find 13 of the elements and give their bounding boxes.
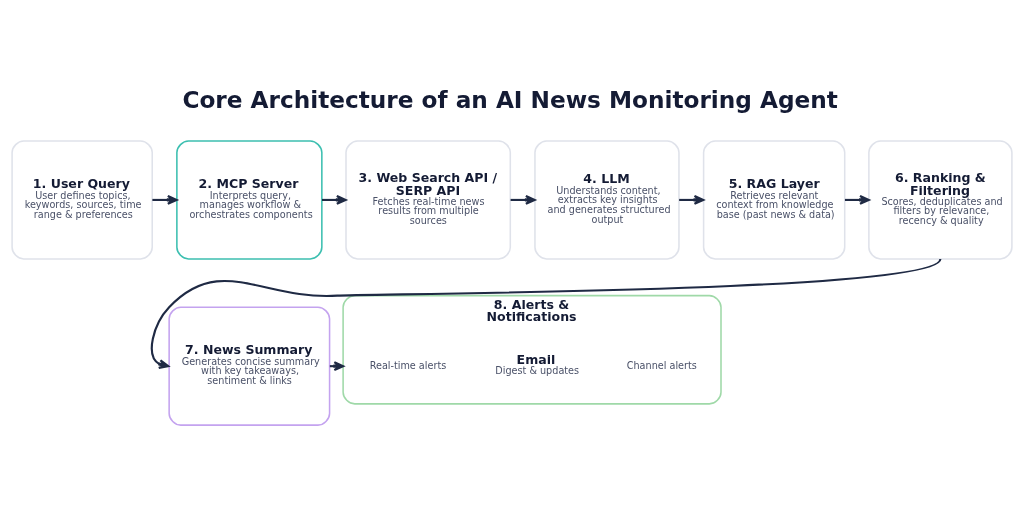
node-text: Channel alerts [626,359,697,371]
node-box: 2. MCP Server Interprets query, manages workflow & orchestrates components [176,140,323,260]
node-box: 5. RAG Layer Retrieves relevant context from knowledge base (past news & data) [702,140,846,260]
node-box: 7. News Summary Generates concise summary with key takeaways, sentiment & links [168,306,331,426]
arrow [152,194,178,205]
node-text: Real-time alerts [369,359,447,371]
node-box: 6. Ranking & Filtering Scores, deduplicates and filters by relevance, recency & quality [868,140,1013,260]
node-box: 3. Web Search API / SERP API Fetches real-time news results from multiple sources [345,140,512,260]
arrow [322,194,347,205]
diagram-title: Core Architecture of an AI News Monitoring Agent [182,86,838,114]
node-box: 1. User Query User defines topics, keywords, sources, time range & preferences [11,140,153,260]
node-text: Email Digest & updates [495,352,580,377]
node-box: 4. LLM Understands content, extracts key insights and generates structured output [534,140,680,260]
